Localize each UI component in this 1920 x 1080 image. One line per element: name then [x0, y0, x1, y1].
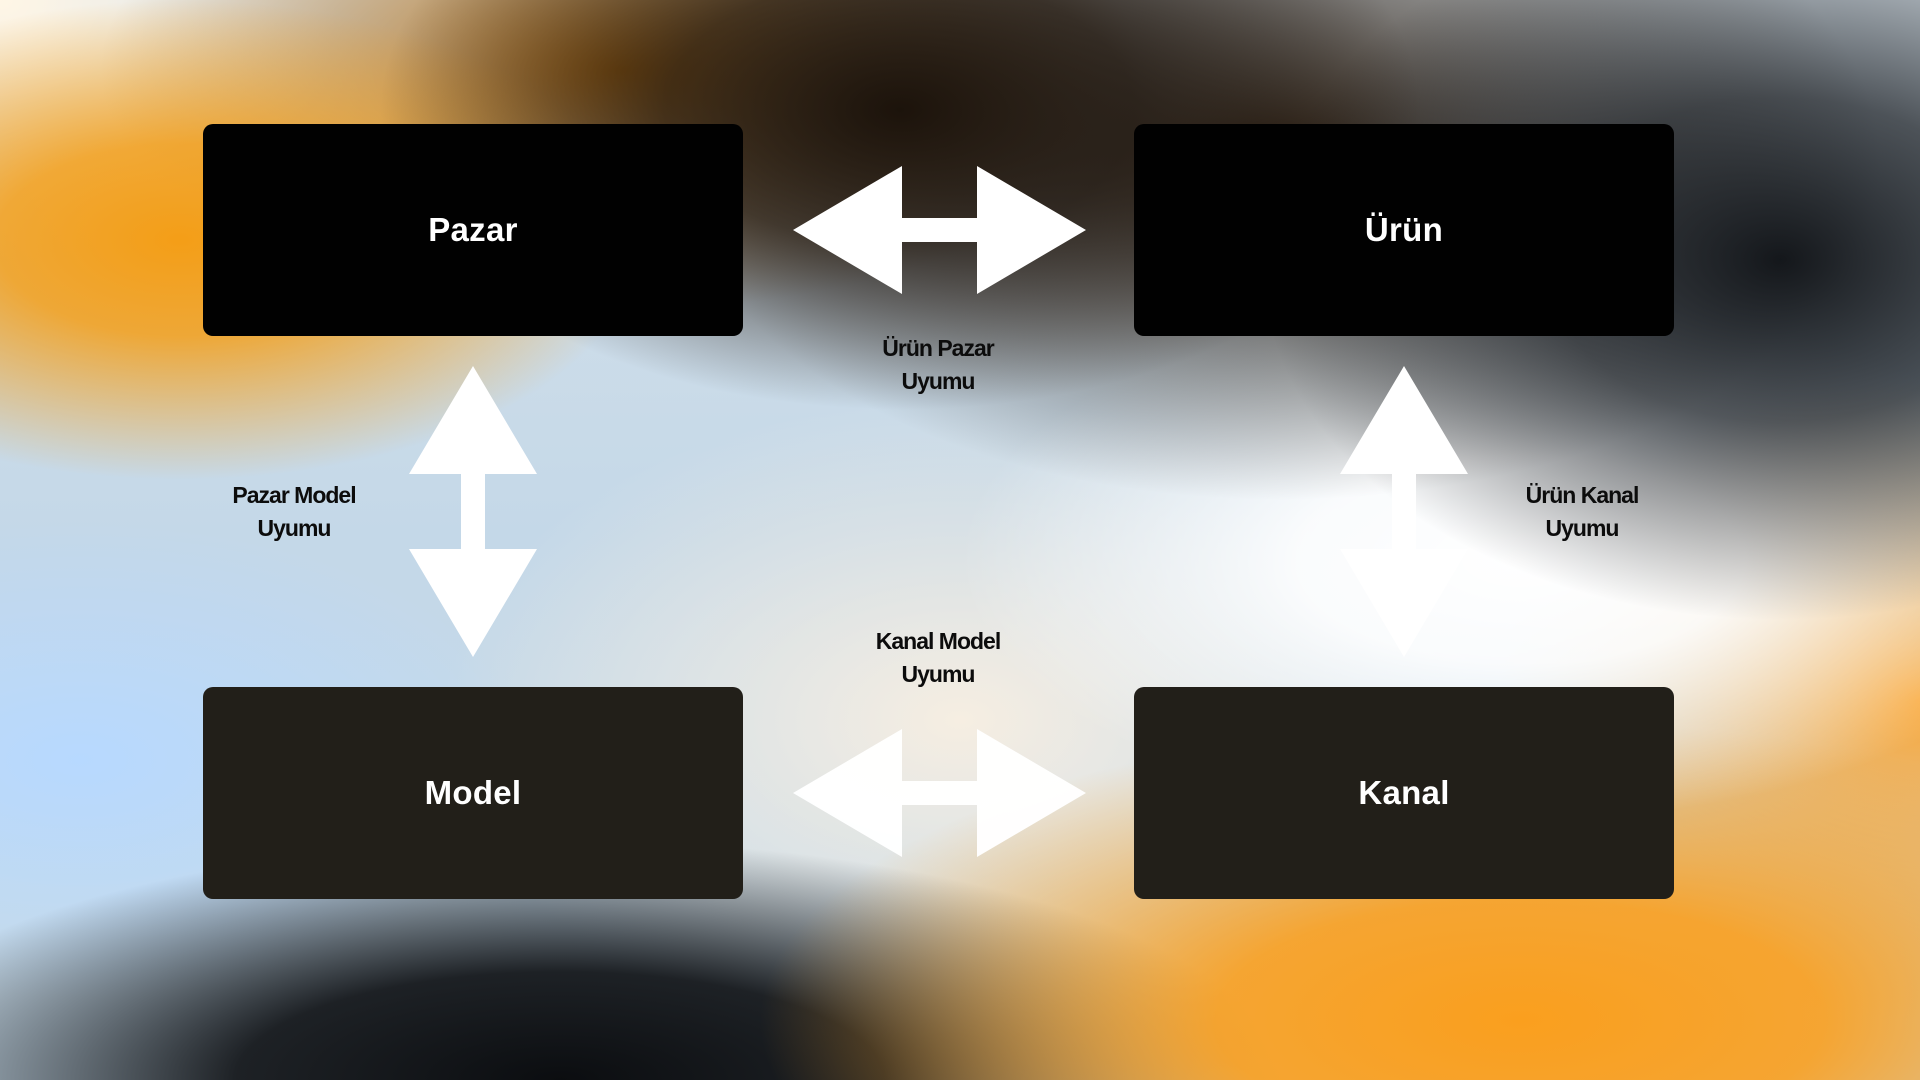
node-model: Model — [203, 687, 743, 899]
edge-label-kanal-model-line2: Uyumu — [901, 661, 976, 687]
edge-label-urun-kanal: Ürün Kanal Uyumu — [1482, 479, 1682, 545]
double-arrow-urun-kanal — [1340, 366, 1468, 657]
node-urun: Ürün — [1134, 124, 1674, 336]
node-kanal-label: Kanal — [1358, 774, 1450, 811]
edge-label-urun-kanal-line2: Uyumu — [1545, 515, 1620, 541]
edge-label-pazar-model-line2: Uyumu — [257, 515, 332, 541]
node-kanal: Kanal — [1134, 687, 1674, 899]
double-arrow-pazar-urun — [793, 166, 1086, 294]
edge-label-kanal-model: Kanal Model Uyumu — [838, 625, 1038, 691]
edge-label-pazar-model: Pazar Model Uyumu — [194, 479, 394, 545]
node-pazar: Pazar — [203, 124, 743, 336]
edge-label-urun-pazar: Ürün Pazar Uyumu — [838, 332, 1038, 398]
edge-label-urun-pazar-line1: Ürün Pazar — [882, 335, 994, 361]
edge-label-pazar-model-line1: Pazar Model — [232, 482, 356, 508]
edge-label-kanal-model-line1: Kanal Model — [875, 628, 1001, 654]
edge-label-urun-kanal-line1: Ürün Kanal — [1525, 482, 1640, 508]
node-urun-label: Ürün — [1364, 211, 1444, 248]
node-pazar-label: Pazar — [428, 211, 518, 248]
edge-label-urun-pazar-line2: Uyumu — [901, 368, 976, 394]
node-model-label: Model — [424, 774, 522, 811]
double-arrow-pazar-model — [409, 366, 537, 657]
double-arrow-model-kanal — [793, 729, 1086, 857]
